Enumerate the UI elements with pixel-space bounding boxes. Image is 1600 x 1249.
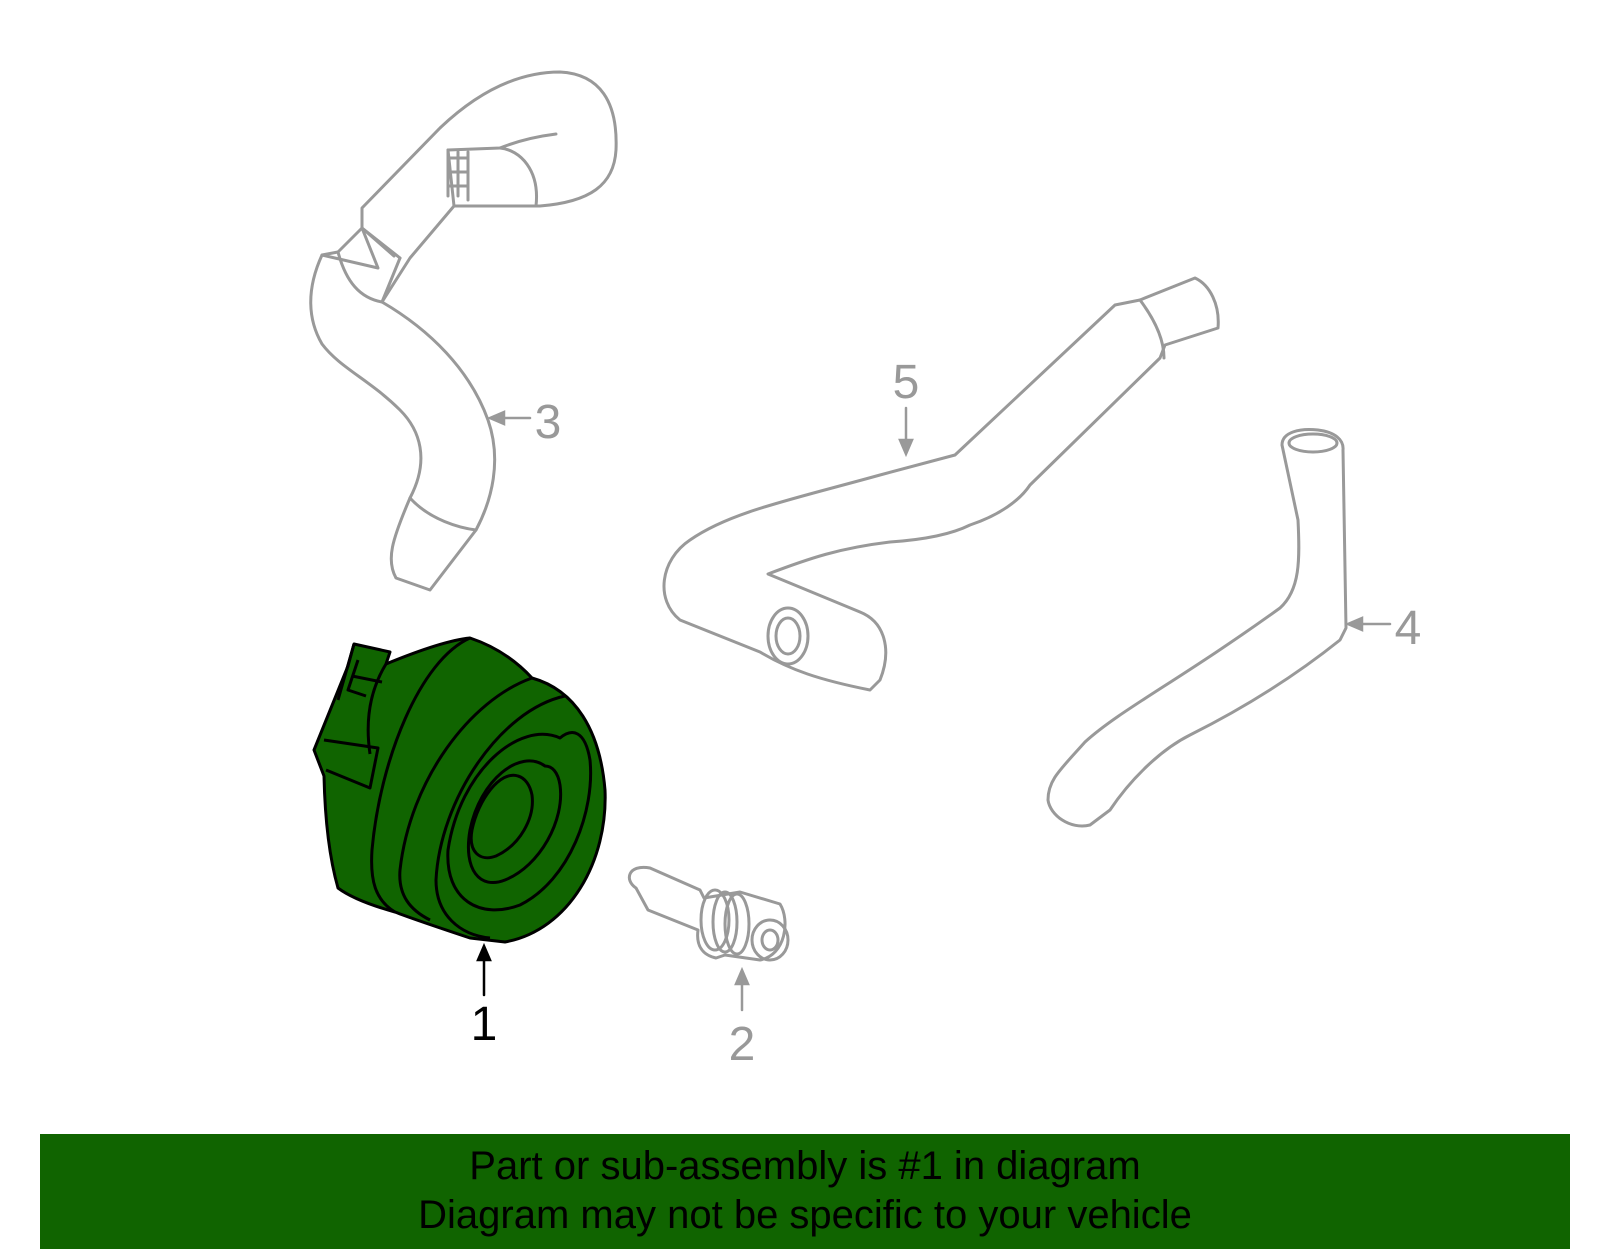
part-2-fitting (627, 865, 790, 962)
banner-line-2: Diagram may not be specific to your vehi… (418, 1193, 1192, 1237)
part-1-oil-cooler (312, 636, 607, 944)
part-4-hose (1046, 428, 1348, 828)
leader-arrows (476, 406, 1392, 1012)
callout-1: 1 (471, 998, 498, 1051)
callout-4: 4 (1395, 602, 1422, 655)
info-banner: Part or sub-assembly is #1 in diagram Di… (40, 1134, 1570, 1249)
part-3-hose (309, 70, 618, 592)
callout-3: 3 (535, 396, 562, 449)
callout-5: 5 (893, 356, 920, 409)
callout-2: 2 (729, 1018, 756, 1071)
part-5-hose (662, 276, 1220, 692)
banner-line-1: Part or sub-assembly is #1 in diagram (469, 1144, 1141, 1188)
